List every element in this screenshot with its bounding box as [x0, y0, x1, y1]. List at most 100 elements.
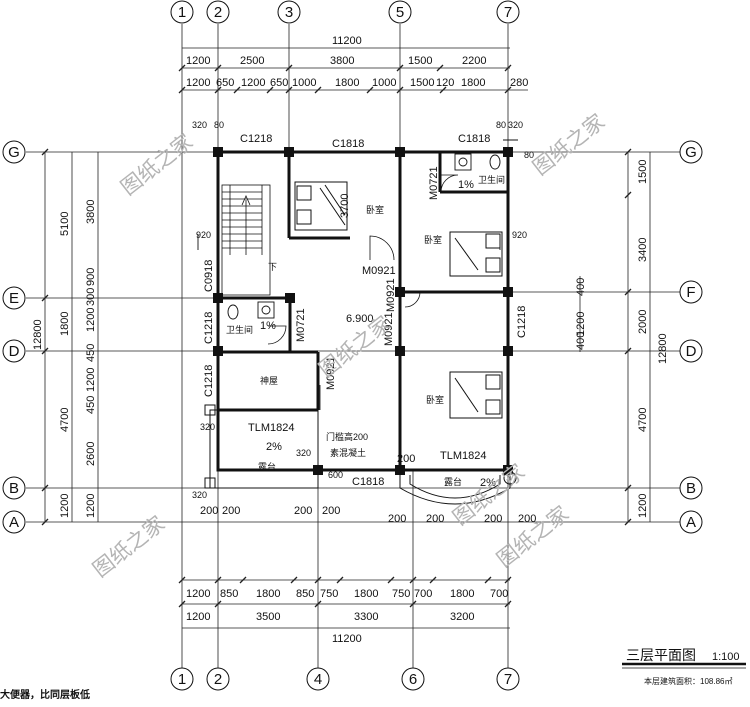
dim-top-r2-9: 1800	[461, 77, 485, 89]
dim-top-r2-1: 650	[216, 77, 234, 89]
label-slope2: 2%	[480, 477, 496, 489]
dim-bot-r2-0: 1200	[186, 611, 210, 623]
label-c1818-top: C1818	[332, 138, 364, 150]
label-v3700: 3700	[339, 194, 351, 218]
dim-right-c1-4: 1200	[637, 494, 649, 518]
label-m0921-1: M0921	[362, 265, 396, 277]
dim-bot-r1-0: 1200	[186, 588, 210, 600]
label-c1218-left1: C1218	[203, 312, 215, 344]
dim-right-c1-2: 2000	[637, 310, 649, 334]
dim-small-5: 200	[426, 513, 444, 525]
label-slope3: 1%	[458, 179, 474, 191]
dim-left-total: 12800	[32, 319, 44, 350]
label-d80b: 80	[496, 120, 506, 130]
dim-bot-total: 11200	[332, 633, 362, 645]
axis-left-B: B	[9, 480, 19, 497]
axis-bottom-2: 2	[214, 671, 222, 688]
dim-top-r2-6: 1000	[372, 77, 396, 89]
label-d80a: 80	[214, 120, 224, 130]
watermark-3: 图纸之家	[89, 512, 169, 582]
dim-top-r1-4: 2200	[462, 55, 486, 67]
axis-left-A: A	[9, 514, 19, 531]
watermark-1: 图纸之家	[529, 110, 609, 180]
axis-bottom-4: 4	[314, 671, 322, 688]
dim-left-c1-3: 1200	[59, 494, 71, 518]
axis-bottom-7: 7	[504, 671, 512, 688]
label-slope4: 1%	[260, 320, 276, 332]
label-m0721-right: M0721	[428, 166, 440, 200]
axis-top-3: 3	[285, 4, 293, 21]
label-tlm-right: TLM1824	[440, 450, 486, 462]
room-terrace1: 露台	[258, 461, 276, 472]
dim-right-total: 12800	[657, 333, 669, 364]
dim-left-c1-0: 5100	[59, 212, 71, 236]
dimension-lines	[44, 47, 651, 629]
dim-left-c2-3: 1200	[85, 308, 97, 332]
dim-bot-r1-5: 1800	[354, 588, 378, 600]
dim-right-c2-2: 400	[575, 332, 587, 350]
room-bedroom1: 卧室	[366, 204, 384, 215]
drawing-area-note: 本层建筑面积：108.86㎡	[644, 676, 732, 686]
dim-top-r2-8: 120	[436, 77, 454, 89]
dim-bot-r1-4: 750	[320, 588, 338, 600]
label-d320d: 320	[296, 448, 311, 458]
axis-bottom-1: 1	[178, 671, 186, 688]
axis-right-B: B	[686, 480, 696, 497]
terrace-outlines	[204, 139, 518, 505]
dim-left-c2-1: 900	[85, 268, 97, 286]
dim-top-r1-1: 2500	[240, 55, 264, 67]
room-bedroom2: 卧室	[424, 234, 442, 245]
label-m0921-2: M0921	[385, 278, 397, 312]
axis-top-1: 1	[178, 4, 186, 21]
label-c1218-left2: C1218	[203, 365, 215, 397]
label-w920a: 920	[196, 230, 211, 240]
label-door-note2: 素混凝土	[330, 447, 366, 458]
room-bath1: 卫生间	[478, 174, 505, 185]
label-d320e: 320	[192, 490, 207, 500]
dim-top-r1-3: 1500	[408, 55, 432, 67]
dim-top-r2-5: 1800	[335, 77, 359, 89]
drawing-bottom-note: 大便器，比同层板低	[0, 688, 90, 701]
dim-top-r2-7: 1500	[410, 77, 434, 89]
axis-bubbles	[2, 0, 703, 691]
dim-top-r1-2: 3800	[330, 55, 354, 67]
label-elevation: 6.900	[346, 313, 374, 325]
axis-left-G: G	[8, 144, 20, 161]
dim-left-c1-1: 1800	[59, 312, 71, 336]
axis-right-D: D	[686, 343, 697, 360]
axis-top-5: 5	[396, 4, 404, 21]
bath-fixtures	[197, 153, 501, 320]
axis-right-G: G	[685, 144, 697, 161]
dim-right-c1-0: 1500	[637, 160, 649, 184]
dim-left-c2-5: 1200	[85, 368, 97, 392]
label-tlm-left: TLM1824	[248, 422, 294, 434]
staircase	[221, 184, 271, 296]
dim-right-c1-3: 4700	[637, 408, 649, 432]
axis-bottom-6: 6	[409, 671, 417, 688]
dim-small-6: 200	[484, 513, 502, 525]
dim-bot-r1-6: 750	[392, 588, 410, 600]
label-c1218-right: C1218	[516, 306, 528, 338]
dimension-ticks	[41, 64, 632, 608]
dim-small-0: 200	[200, 505, 218, 517]
dim-bot-r1-9: 700	[490, 588, 508, 600]
label-d600: 600	[328, 470, 343, 480]
dim-top-r2-2: 1200	[241, 77, 265, 89]
axis-left-D: D	[9, 343, 20, 360]
dim-bot-r2-2: 3300	[354, 611, 378, 623]
dim-left-c2-6: 450	[85, 396, 97, 414]
dim-left-c1-2: 4700	[59, 408, 71, 432]
axis-right-A: A	[686, 514, 696, 531]
dim-bot-r1-3: 850	[296, 588, 314, 600]
dim-small-2: 200	[294, 505, 312, 517]
dim-top-r2-3: 650	[270, 77, 288, 89]
dim-small-1: 200	[222, 505, 240, 517]
dim-right-c2-1: 1200	[575, 312, 587, 336]
label-d320c: 320	[200, 422, 215, 432]
dim-left-c2-8: 1200	[85, 494, 97, 518]
room-shrine: 神屋	[260, 375, 278, 386]
dim-bot-r2-1: 3500	[256, 611, 280, 623]
label-m0921-4: M0921	[325, 356, 337, 390]
dim-top-r2-10: 280	[510, 77, 528, 89]
